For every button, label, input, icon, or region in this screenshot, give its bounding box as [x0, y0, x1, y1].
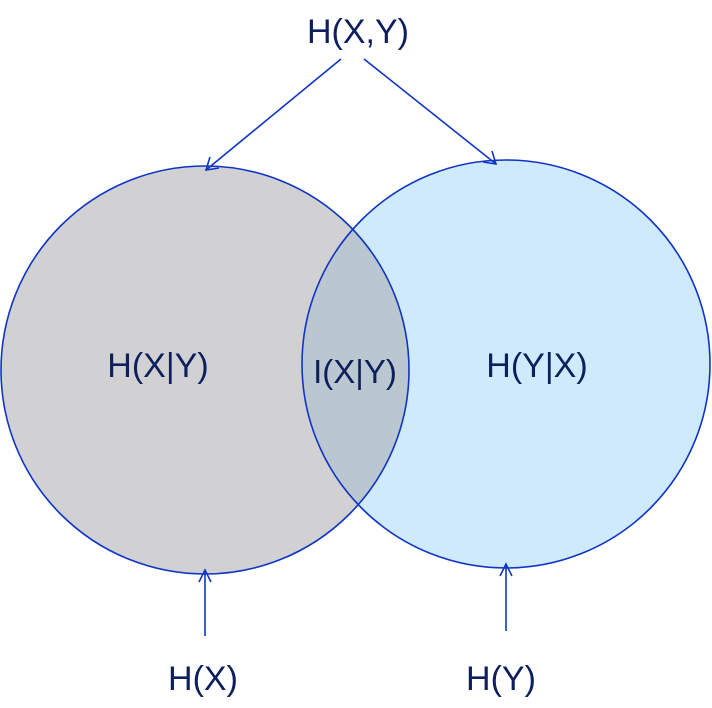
label-joint-entropy: H(X,Y) [307, 13, 409, 51]
label-entropy-y: H(Y) [466, 660, 536, 698]
circle-h-y [302, 160, 710, 568]
label-conditional-x-given-y: H(X|Y) [107, 347, 208, 385]
circle-h-x [1, 166, 409, 574]
label-conditional-y-given-x: H(Y|X) [486, 347, 587, 385]
arrow-joint-to-x [204, 58, 342, 171]
arrow-joint-to-y [363, 58, 498, 165]
arrow-hx-to-circle [198, 568, 212, 636]
arrow-hy-to-circle [499, 562, 513, 631]
label-mutual-information: I(X|Y) [313, 353, 397, 390]
label-entropy-x: H(X) [168, 660, 238, 698]
